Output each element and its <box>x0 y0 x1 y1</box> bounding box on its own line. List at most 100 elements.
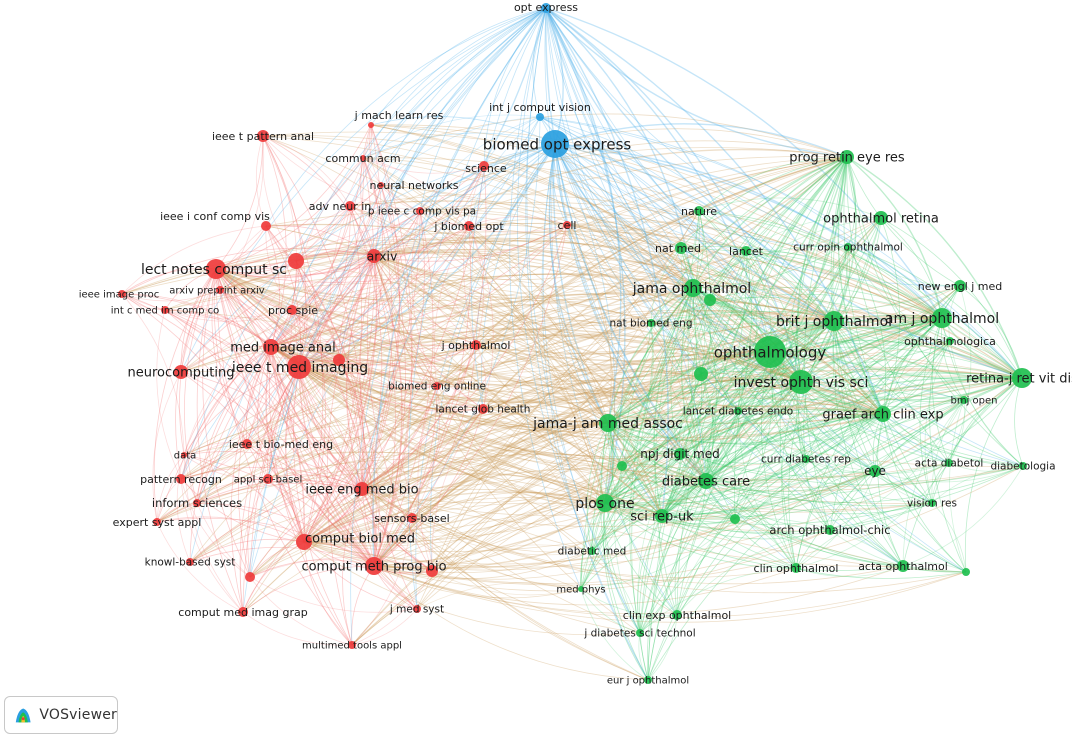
edge <box>202 268 251 578</box>
node-am-j-ophthalmol[interactable] <box>932 308 952 328</box>
edge <box>734 517 904 567</box>
node-label: p ieee c comp vis pa <box>368 206 476 218</box>
node-j-diabetes-sci-technol[interactable] <box>636 629 644 637</box>
node-med-image-anal[interactable] <box>263 339 279 355</box>
node-g7[interactable] <box>730 514 740 524</box>
node-biomed-opt-express[interactable] <box>541 130 569 158</box>
edge <box>650 247 682 324</box>
node-g3[interactable] <box>694 367 708 381</box>
node-j-biomed-opt[interactable] <box>464 221 474 231</box>
node-ieee-image-proc[interactable] <box>118 290 126 298</box>
edge <box>380 184 606 504</box>
node-science[interactable] <box>479 161 489 171</box>
edge <box>257 346 272 480</box>
node-cell[interactable] <box>563 221 571 229</box>
node-adv-neur-in[interactable] <box>345 201 355 211</box>
node-j-med-syst[interactable] <box>413 605 421 613</box>
node-g9[interactable] <box>962 568 970 576</box>
node-g4[interactable] <box>704 294 716 306</box>
node-expert-syst-appl[interactable] <box>153 518 161 526</box>
node-ophthalmol-retina[interactable] <box>874 211 888 225</box>
node-knowl-based-syst[interactable] <box>186 558 194 566</box>
node-vision-res[interactable] <box>928 499 936 507</box>
edge <box>846 156 1023 379</box>
node-j-mach-learn-res[interactable] <box>368 122 374 128</box>
node-diabetic-med[interactable] <box>588 547 596 555</box>
node-nat-med[interactable] <box>675 242 687 254</box>
node-nature[interactable] <box>694 206 704 216</box>
node-acta-ophthalmol[interactable] <box>897 560 909 572</box>
node-arxiv-preprint-arxiv[interactable] <box>216 286 224 294</box>
node-nat-biomed-eng[interactable] <box>647 319 655 327</box>
node-comput-biol-med[interactable] <box>296 534 312 550</box>
node-clin-ophthalmol[interactable] <box>791 563 801 573</box>
node-jama-ophthalmol[interactable] <box>684 279 702 297</box>
node-diabetologia[interactable] <box>1019 462 1027 470</box>
node-lect-notes-comput-sc[interactable] <box>206 259 226 279</box>
node-curr-diabetes-rep[interactable] <box>802 455 810 463</box>
node-acta-diabetol[interactable] <box>945 459 953 467</box>
node-multimed-tools-appl[interactable] <box>348 641 356 649</box>
node-diabetes-care[interactable] <box>698 473 714 489</box>
node-eur-j-ophthalmol[interactable] <box>644 676 652 684</box>
node-sensors-basel[interactable] <box>407 513 417 523</box>
node-eye[interactable] <box>869 465 881 477</box>
node-comput-meth-prog-bio[interactable] <box>365 557 383 575</box>
node-j-ophthalmol[interactable] <box>471 340 481 350</box>
node-brit-j-ophthalmol[interactable] <box>824 311 844 331</box>
node-g6[interactable] <box>426 565 438 577</box>
node-prog-retin-eye-res[interactable] <box>840 150 854 164</box>
node-int-c-med-im-comp-co[interactable] <box>161 306 169 314</box>
node-arch-ophthalmol-chic[interactable] <box>825 525 835 535</box>
node-retina-j-ret-vit-dis[interactable] <box>1012 368 1032 388</box>
node-proc-spie[interactable] <box>287 305 297 315</box>
node-data[interactable] <box>181 452 187 458</box>
edge <box>482 375 884 415</box>
node-commun-acm[interactable] <box>360 155 366 161</box>
node-neurocomputing[interactable] <box>174 365 188 379</box>
node-lancet-diabetes-endo[interactable] <box>734 407 742 415</box>
node-sci-rep-uk[interactable] <box>655 509 669 523</box>
node-ieee-i-conf-comp-vis[interactable] <box>261 221 271 231</box>
edge <box>708 299 739 412</box>
node-ieee-eng-med-bio[interactable] <box>355 482 369 496</box>
node-lancet[interactable] <box>741 246 751 256</box>
node-arxiv[interactable] <box>367 249 381 263</box>
node-g5[interactable] <box>617 461 627 471</box>
node-graef-arch-clin-exp[interactable] <box>875 406 891 422</box>
node-g1[interactable] <box>288 253 304 269</box>
edge <box>692 217 882 289</box>
node-ieee-t-med-imaging[interactable] <box>287 355 311 379</box>
node-ieee-t-pattern-anal[interactable] <box>257 130 269 142</box>
node-pattern-recogn[interactable] <box>176 474 186 484</box>
node-plos-one[interactable] <box>596 494 614 512</box>
node-curr-opin-ophthalmol[interactable] <box>844 243 852 251</box>
edge <box>545 7 707 482</box>
edge <box>591 377 1023 552</box>
node-opt-express[interactable] <box>541 3 551 13</box>
edge <box>604 217 882 504</box>
node-inform-sciences[interactable] <box>193 499 201 507</box>
node-g2[interactable] <box>333 354 345 366</box>
node-appl-sci-basel[interactable] <box>263 474 273 484</box>
node-g8[interactable] <box>245 572 255 582</box>
node-lancet-glob-health[interactable] <box>478 404 488 414</box>
edge <box>591 351 771 552</box>
edge <box>804 156 848 531</box>
node-new-engl-j-med[interactable] <box>954 280 966 292</box>
node-ophthalmologica[interactable] <box>946 337 954 345</box>
node-int-j-comput-vision[interactable] <box>536 113 544 121</box>
node-biomed-eng-online[interactable] <box>433 382 441 390</box>
node-neural-networks[interactable] <box>378 182 384 188</box>
node-bmj-open[interactable] <box>960 396 968 404</box>
node-clin-exp-ophthalmol[interactable] <box>672 610 682 620</box>
node-invest-ophth-vis-sci[interactable] <box>789 370 813 394</box>
node-npj-digit-med[interactable] <box>674 448 686 460</box>
edge <box>545 7 835 322</box>
node-p-ieee-c-comp-vis-pa[interactable] <box>416 207 424 215</box>
node-ieee-t-bio-med-eng[interactable] <box>242 439 252 449</box>
node-jama-j-am-med-assoc[interactable] <box>599 414 617 432</box>
node-ophthalmology[interactable] <box>754 336 786 368</box>
node-med-phys[interactable] <box>578 586 584 592</box>
node-comput-med-imag-grap[interactable] <box>238 607 248 617</box>
